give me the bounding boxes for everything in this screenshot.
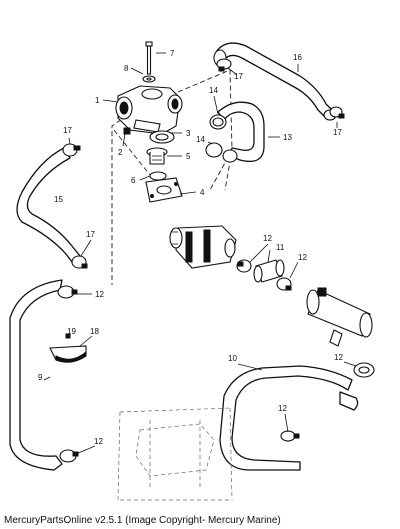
callout-2: 2: [118, 148, 123, 157]
engine-reference-outline: [117, 407, 233, 501]
callout-12-lower-right-bottom: 12: [278, 404, 287, 413]
hose-u-bend: [217, 101, 265, 163]
callout-7: 7: [170, 49, 175, 58]
callout-4: 4: [200, 188, 205, 197]
callout-12-coupling: 12: [263, 234, 272, 243]
washer: [142, 75, 156, 83]
hose-clamp-14-lower: [205, 142, 238, 163]
hose-clamp-17-top: [216, 58, 232, 72]
hose-clamp-17-left: [62, 143, 81, 157]
hose-left-lower: [9, 279, 63, 471]
hose-left-upper: [16, 147, 81, 263]
callout-15: 15: [54, 195, 63, 204]
hose-clamp-17-lower-left: [71, 255, 88, 269]
drain-plug: [123, 127, 131, 135]
callout-5: 5: [186, 152, 191, 161]
callout-12-coupling-right: 12: [298, 253, 307, 262]
hose-clamp-17-right: [329, 106, 345, 119]
callout-11: 11: [276, 243, 285, 252]
callout-6: 6: [131, 176, 136, 185]
callout-8: 8: [124, 64, 129, 73]
thermostat: [146, 147, 168, 165]
callout-labels: 7 8 1 2 3 5 6 4 17 15 17 17 16 17 14 13 …: [38, 49, 343, 446]
hose-lower-right: [219, 365, 359, 471]
hose-clamp-12-coupling-right: [276, 277, 292, 291]
bracket-bolt: [65, 333, 71, 339]
mounting-bracket: [49, 345, 87, 363]
callout-17-top: 17: [234, 72, 243, 81]
callout-12-lower-right-top: 12: [334, 353, 343, 362]
hose-clamp-12-coupling-left: [236, 259, 252, 273]
callout-14-lower: 14: [196, 135, 205, 144]
hose-clamp-12-left-bottom: [59, 449, 79, 463]
copyright-footer: MercuryPartsOnline v2.5.1 (Image Copyrig…: [4, 515, 281, 526]
callout-9: 9: [38, 373, 43, 382]
callout-10: 10: [228, 354, 237, 363]
callout-17-left: 17: [63, 126, 72, 135]
leader-lines: [43, 52, 357, 455]
callout-1: 1: [95, 96, 100, 105]
callout-17-lower-left: 17: [86, 230, 95, 239]
callout-12-left-top: 12: [95, 290, 104, 299]
gasket: [149, 130, 175, 144]
gasket-lower: [149, 171, 167, 181]
bolt: [145, 41, 153, 75]
callout-14-upper: 14: [209, 86, 218, 95]
callout-19: 19: [67, 327, 76, 336]
housing-base-plate: [145, 177, 183, 203]
thermostat-housing: [115, 85, 183, 135]
callout-17-right: 17: [333, 128, 342, 137]
fuel-cooler: [306, 287, 373, 347]
hose-coupling: [253, 259, 285, 283]
callout-18: 18: [90, 327, 99, 336]
hose-clamp-12-lower-right-bottom: [280, 430, 300, 442]
callout-12-left-bottom: 12: [94, 437, 103, 446]
callout-3: 3: [186, 129, 191, 138]
callout-16: 16: [293, 53, 302, 62]
callout-13: 13: [283, 133, 292, 142]
hose-clamp-12-lower-right-top: [353, 362, 375, 378]
water-pump-assembly: [169, 225, 237, 269]
hose-clamp-12-left-top: [57, 285, 78, 299]
hose-clamp-14-upper: [209, 114, 227, 130]
